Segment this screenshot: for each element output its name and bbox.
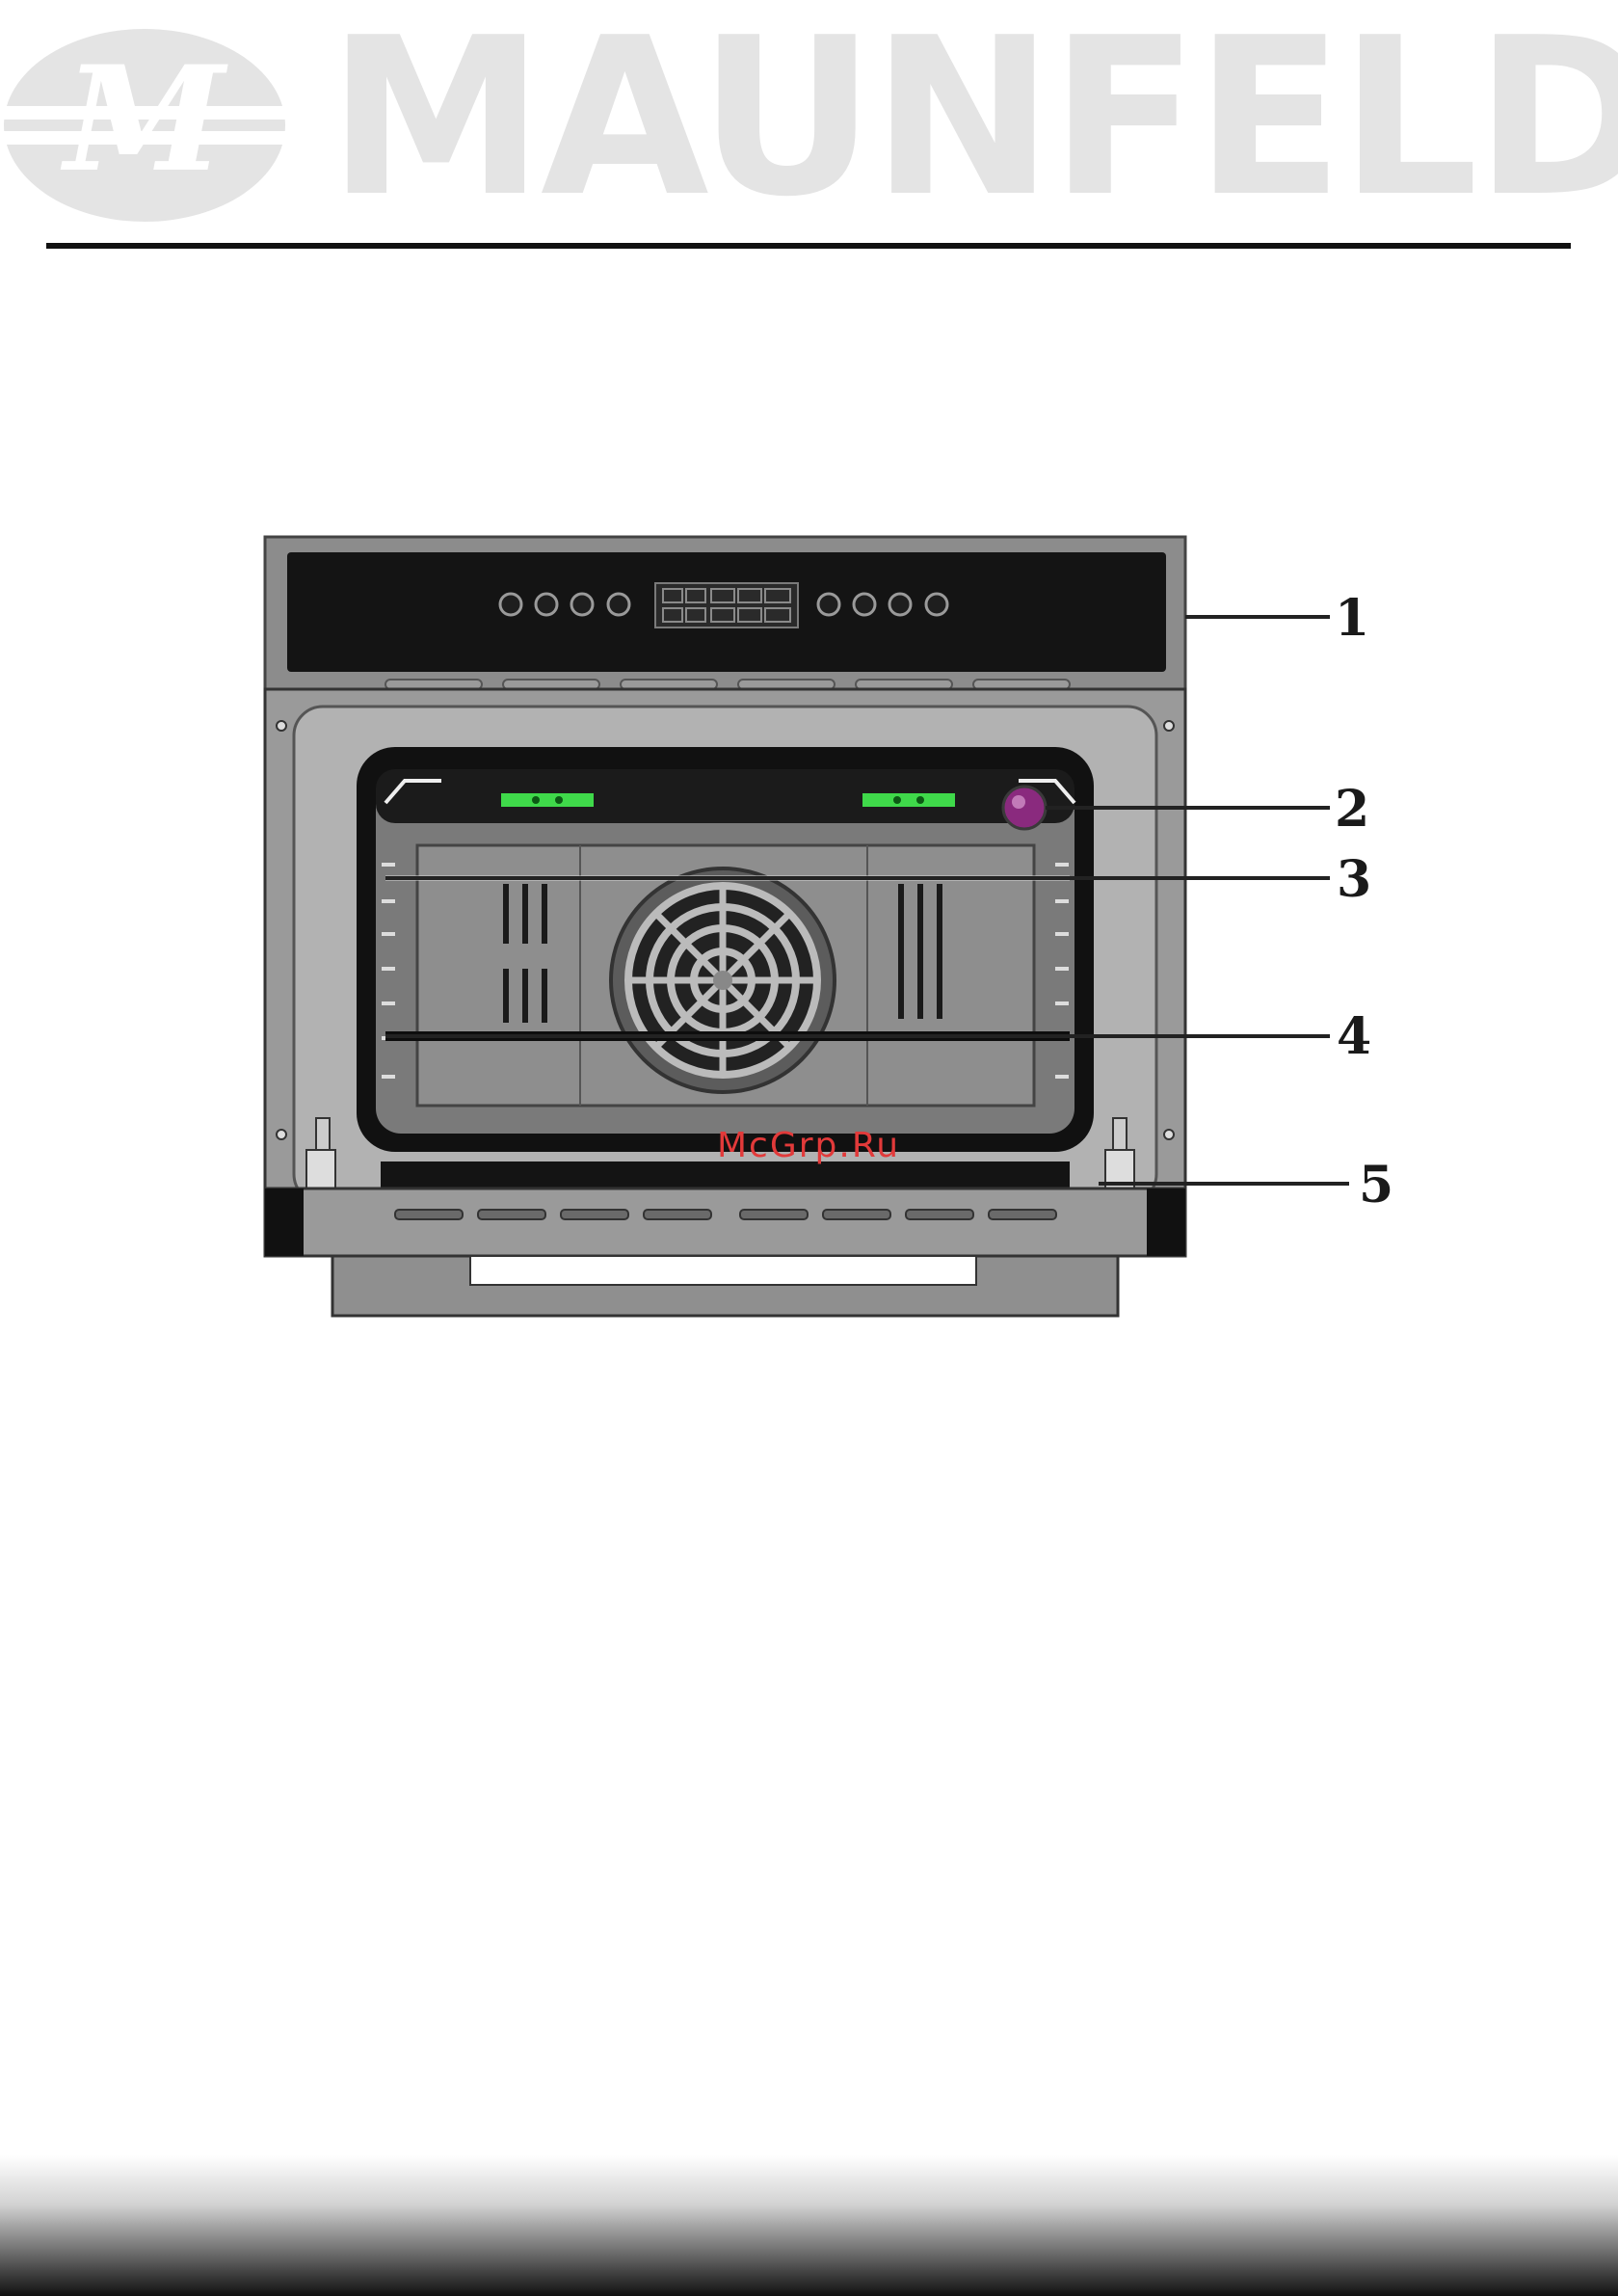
cavity-top bbox=[376, 769, 1074, 823]
brand-name: MAUNFELD bbox=[328, 10, 1618, 227]
logo-letter: M bbox=[60, 35, 228, 204]
door-hinge-right bbox=[1113, 1118, 1127, 1153]
header-divider bbox=[46, 243, 1571, 249]
callout-1: 1 bbox=[1335, 594, 1369, 644]
door-hinge-left bbox=[316, 1118, 330, 1153]
callout-5: 5 bbox=[1359, 1161, 1393, 1211]
lamp-strip-right bbox=[862, 793, 955, 807]
maunfeld-logo-icon: M bbox=[0, 27, 289, 229]
oven-lamp bbox=[1003, 787, 1046, 829]
footer-gradient-band bbox=[0, 2155, 1618, 2296]
callout-3: 3 bbox=[1337, 855, 1371, 905]
watermark-text: McGrp.Ru bbox=[717, 1126, 900, 1165]
fan-guard-icon bbox=[611, 868, 835, 1092]
lamp-strip-left bbox=[501, 793, 594, 807]
oven-diagram bbox=[251, 535, 1436, 1325]
callout-2: 2 bbox=[1335, 785, 1369, 835]
base-trim bbox=[265, 1188, 1185, 1256]
callout-4: 4 bbox=[1337, 1012, 1371, 1062]
brand-header: M MAUNFELD bbox=[0, 0, 1618, 251]
